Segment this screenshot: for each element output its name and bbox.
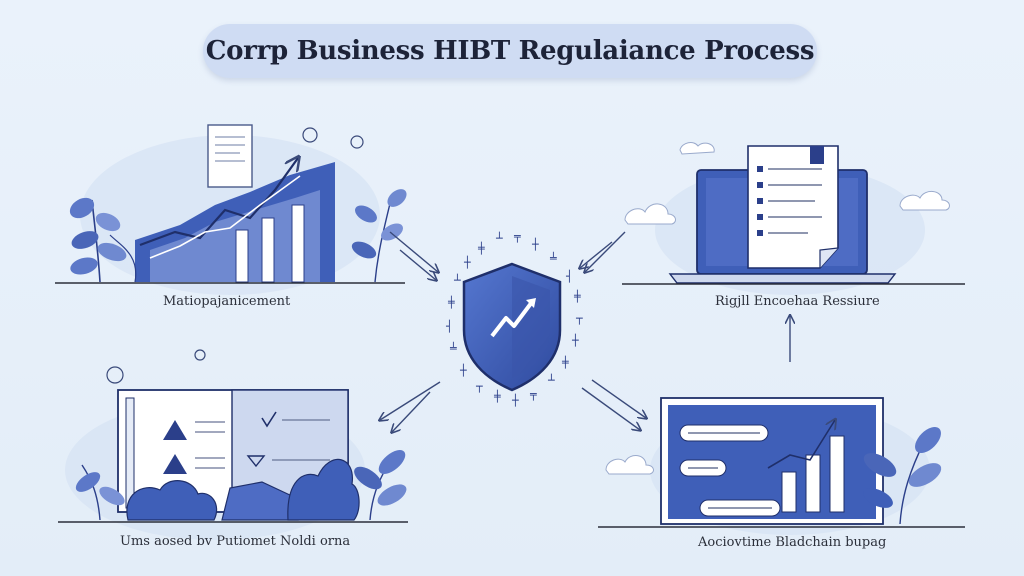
svg-text:╤: ╤ <box>513 230 521 243</box>
svg-text:┴: ┴ <box>453 273 461 287</box>
shrub-icon <box>126 458 360 521</box>
clock-icon <box>302 127 318 143</box>
cloud-icon <box>624 142 950 225</box>
arrow-to-shield <box>389 231 438 272</box>
plant-icon <box>75 450 407 521</box>
svg-text:┬: ┬ <box>575 312 583 325</box>
book-panel <box>58 349 408 540</box>
arrow-from-shield <box>380 381 441 420</box>
plant-icon <box>351 189 407 283</box>
plant-icon <box>863 427 942 525</box>
document-icon <box>747 145 839 269</box>
shield-hub: ╪┴╤┼╧ ┤╪┬┼╪ ┴╤┼╪┬ ┼╧┤╪┴┼ <box>446 230 583 407</box>
svg-text:┼: ┼ <box>511 393 519 407</box>
svg-text:╪: ╪ <box>573 289 581 303</box>
svg-text:╪: ╪ <box>561 355 569 369</box>
laptop-panel <box>622 142 965 295</box>
arrow-from-shield <box>581 387 640 430</box>
title-banner: Corrp Business HIBT Regulaiance Process <box>203 24 817 78</box>
arrow-to-shield <box>585 231 626 272</box>
page-title: Corrp Business HIBT Regulaiance Process <box>205 36 815 66</box>
security-glyph-ring: ╪┴╤┼╧ ┤╪┬┼╪ ┴╤┼╪┬ ┼╧┤╪┴┼ <box>446 230 583 407</box>
growth-chart-icon <box>135 158 335 283</box>
caption-bottom-right: Aociovtime Bladchain bupag <box>698 535 887 550</box>
svg-text:┬: ┬ <box>475 380 483 393</box>
svg-text:╧: ╧ <box>449 341 457 355</box>
monitor-panel <box>598 397 965 535</box>
caption-top-right: Rigjll Encoehaa Ressiure <box>715 294 880 309</box>
arrow-to-shield <box>399 249 436 280</box>
svg-text:╪: ╪ <box>493 389 501 403</box>
svg-text:┴: ┴ <box>495 231 503 245</box>
arrow-from-shield <box>591 379 646 418</box>
svg-text:╤: ╤ <box>529 388 537 401</box>
growth-chart-panel <box>55 124 407 295</box>
gear-icon <box>106 366 124 384</box>
svg-text:╧: ╧ <box>549 251 557 265</box>
cloud-icon <box>605 455 654 475</box>
plant-icon <box>69 197 137 283</box>
caption-top-left: Matiopajanicement <box>163 294 291 309</box>
svg-text:╪: ╪ <box>447 295 455 309</box>
svg-text:┼: ┼ <box>459 363 467 377</box>
svg-text:┼: ┼ <box>531 237 539 251</box>
caption-bottom-left: Ums aosed bv Putiomet Noldi orna <box>120 534 351 549</box>
monitor-icon <box>660 397 884 525</box>
svg-text:┼: ┼ <box>463 255 471 269</box>
svg-text:┼: ┼ <box>571 333 579 347</box>
svg-text:┴: ┴ <box>547 373 555 387</box>
gear-icon <box>194 349 206 361</box>
svg-text:╪: ╪ <box>477 241 485 255</box>
shield-icon <box>462 262 562 392</box>
flow-arrows <box>380 231 790 432</box>
svg-text:┤: ┤ <box>566 269 573 283</box>
document-icon <box>207 124 253 188</box>
svg-text:┤: ┤ <box>446 319 453 333</box>
gear-icon <box>350 135 364 149</box>
arrow-from-shield <box>392 391 431 432</box>
arrow-to-shield <box>580 241 613 268</box>
